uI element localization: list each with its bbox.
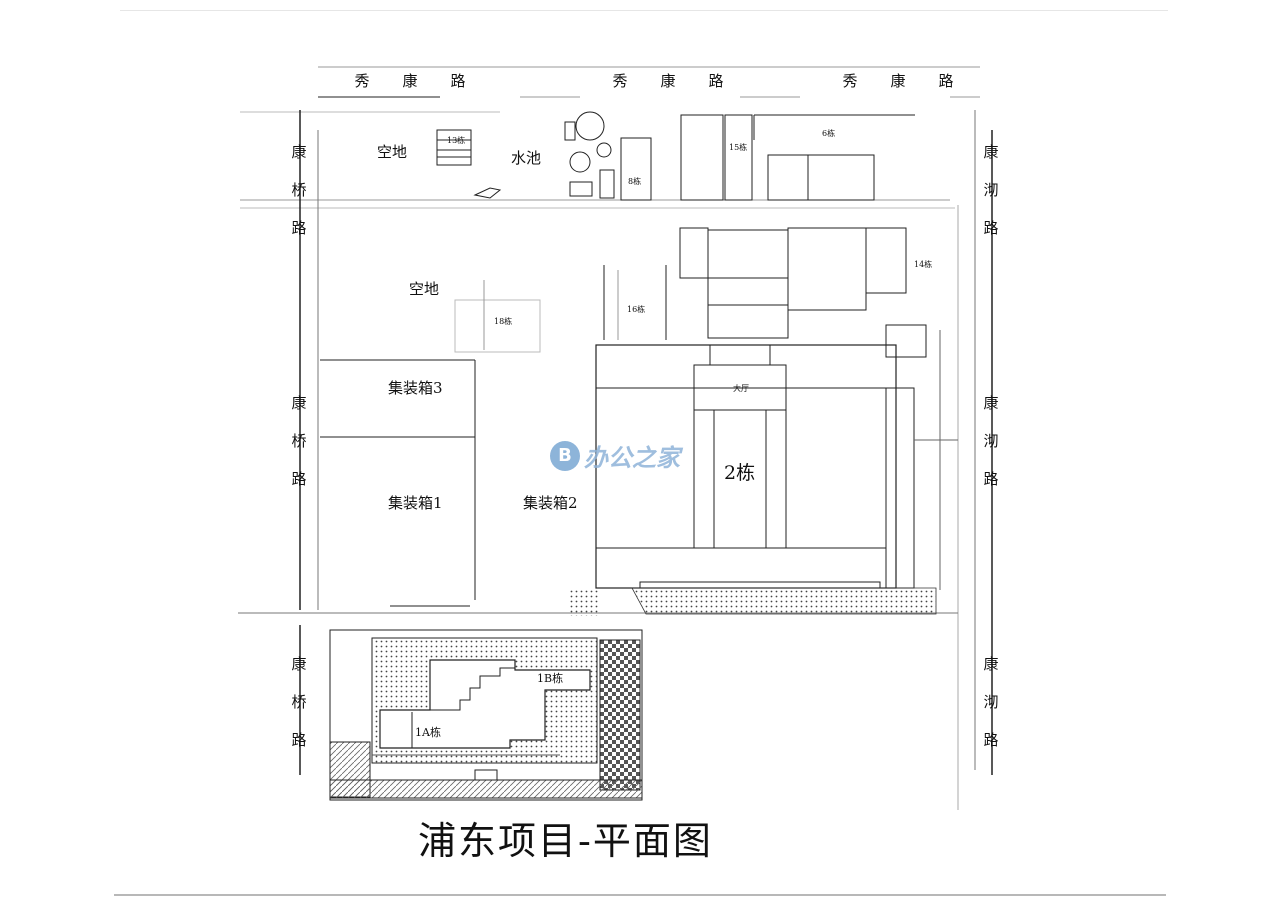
pool-label: 水池: [511, 149, 542, 167]
bottom-rule: [114, 894, 1166, 896]
building-13-label: 13栋: [447, 136, 466, 145]
road-label-right-mid: 康沏路: [983, 394, 999, 488]
road-label-left-lower: 康桥路: [291, 655, 307, 749]
road-label-top-left: 秀康路: [354, 72, 466, 90]
road-label-left-mid: 康桥路: [291, 394, 307, 488]
watermark: B 办公之家: [550, 438, 680, 473]
building-8-label: 8栋: [628, 177, 642, 186]
building-1a-label: 1A栋: [415, 726, 441, 739]
road-label-left-upper: 康桥路: [291, 143, 307, 237]
road-label-right-upper: 康沏路: [983, 143, 999, 237]
building-1b-label: 1B栋: [537, 672, 564, 685]
building-14-label: 14栋: [914, 260, 933, 269]
road-label-top-mid: 秀康路: [612, 72, 724, 90]
container-1-label: 集装箱1: [388, 494, 443, 512]
empty-lot-top-label: 空地: [377, 143, 408, 161]
building-18-label: 18栋: [494, 317, 513, 326]
road-label-right-lower: 康沏路: [983, 655, 999, 749]
top-rule: [120, 10, 1168, 11]
watermark-logo-icon: B: [550, 440, 580, 471]
container-2-label: 集装箱2: [523, 494, 578, 512]
building-6-label: 6栋: [822, 129, 836, 138]
building-15-label: 15栋: [729, 143, 748, 152]
watermark-text: 办公之家: [584, 444, 680, 472]
empty-lot-mid-label: 空地: [409, 280, 440, 298]
building-2-hall-label: 大厅: [733, 384, 749, 393]
page-title: 浦东项目-平面图: [418, 819, 713, 863]
road-label-top-right: 秀康路: [842, 72, 954, 90]
building-16-label: 16栋: [627, 305, 646, 314]
container-3-label: 集装箱3: [388, 379, 443, 397]
building-2-label: 2栋: [724, 462, 756, 484]
